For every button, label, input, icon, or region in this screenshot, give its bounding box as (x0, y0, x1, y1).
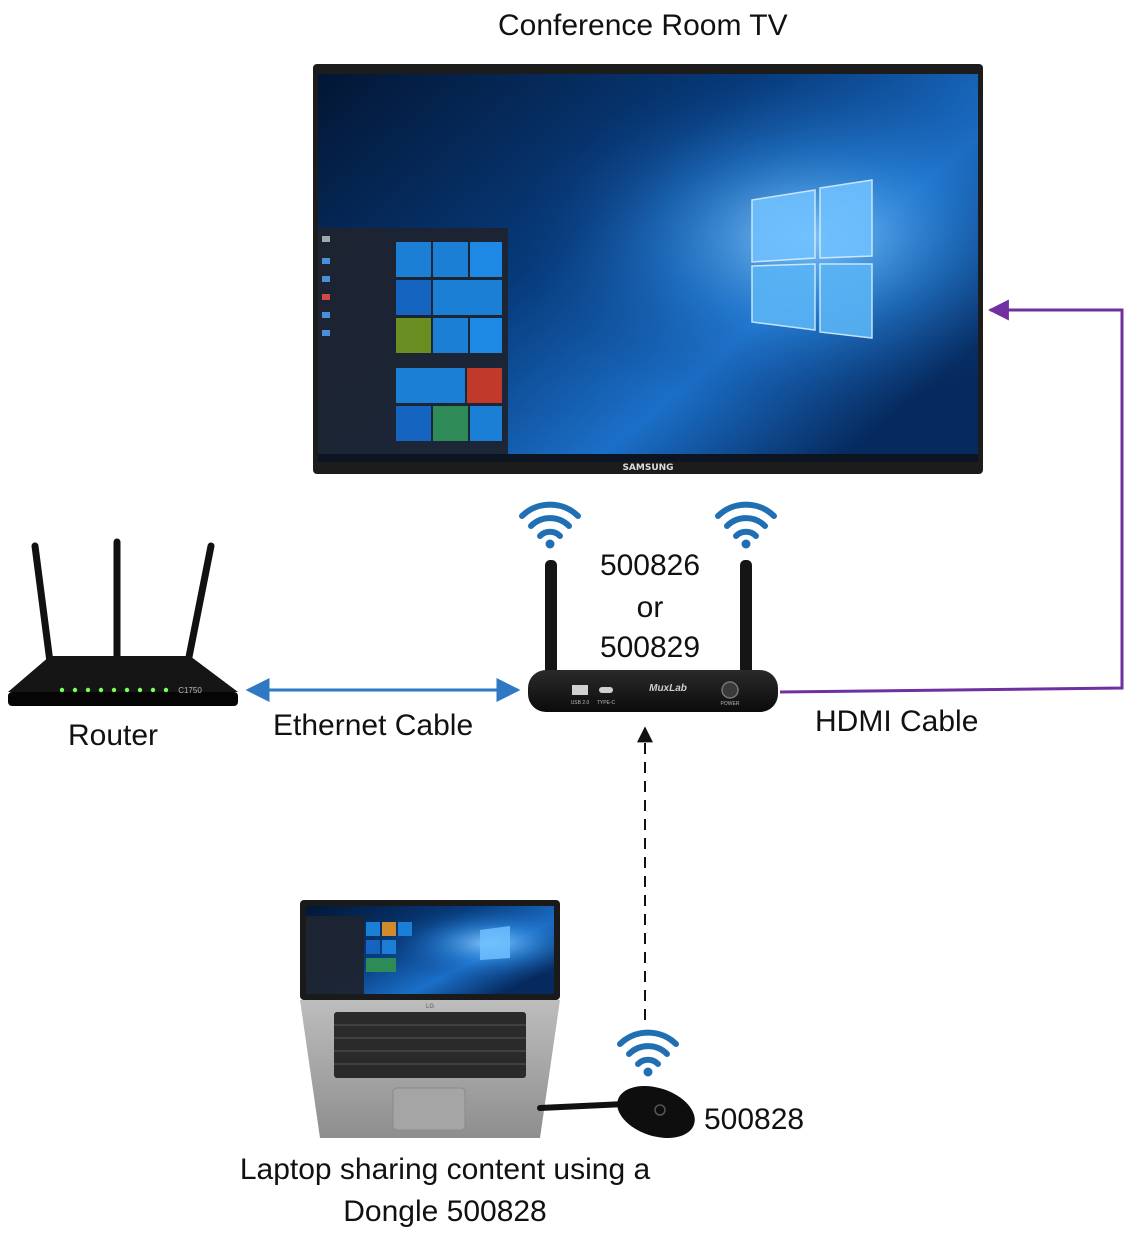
windows-logo-icon (751, 179, 873, 339)
dongle-label: 500828 (704, 1103, 805, 1136)
power-button (721, 681, 739, 699)
touchpad (392, 1087, 466, 1131)
router-label: Router (68, 719, 159, 752)
wifi-icon (718, 505, 774, 549)
hdmi-cable-arrow (779, 299, 1124, 694)
keyboard (334, 1012, 526, 1078)
laptop-brand: LG (426, 1004, 434, 1010)
dongle-cable (537, 1101, 628, 1111)
antenna-right (740, 560, 752, 680)
hdmi-cable-label: HDMI Cable (815, 705, 979, 738)
port-label-typec: TYPE-C (597, 700, 616, 706)
usb-port (572, 685, 588, 695)
port-label-usb: USB 2.0 (571, 700, 590, 706)
usb-c-port (599, 687, 613, 693)
tv-brand: SAMSUNG (622, 463, 673, 473)
receiver-model-line1: 500826 (599, 549, 701, 582)
receiver-model-line3: 500829 (599, 631, 701, 664)
laptop: LG (300, 900, 560, 1138)
router-antenna (184, 542, 215, 666)
router: C1750 (8, 538, 238, 706)
start-menu (318, 228, 508, 454)
receiver-model-line2: or (636, 591, 664, 624)
router-antenna (31, 542, 54, 666)
wireless-receiver: USB 2.0 TYPE-C POWER MuxLab (528, 560, 778, 712)
conference-room-tv: SAMSUNG (313, 64, 983, 474)
ethernet-cable-label: Ethernet Cable (273, 709, 474, 742)
router-badge: C1750 (178, 686, 202, 695)
router-leds (59, 687, 169, 693)
laptop-caption-line1: Laptop sharing content using a (239, 1153, 651, 1186)
dongle (537, 1086, 695, 1138)
dongle-button (654, 1104, 666, 1116)
laptop-caption-line2: Dongle 500828 (343, 1195, 547, 1228)
receiver-brand: MuxLab (649, 683, 687, 694)
tv-title: Conference Room TV (498, 9, 788, 42)
wifi-icon (620, 1033, 676, 1077)
antenna-left (545, 560, 557, 680)
port-label-power: POWER (721, 701, 740, 707)
wifi-icon (522, 505, 578, 549)
